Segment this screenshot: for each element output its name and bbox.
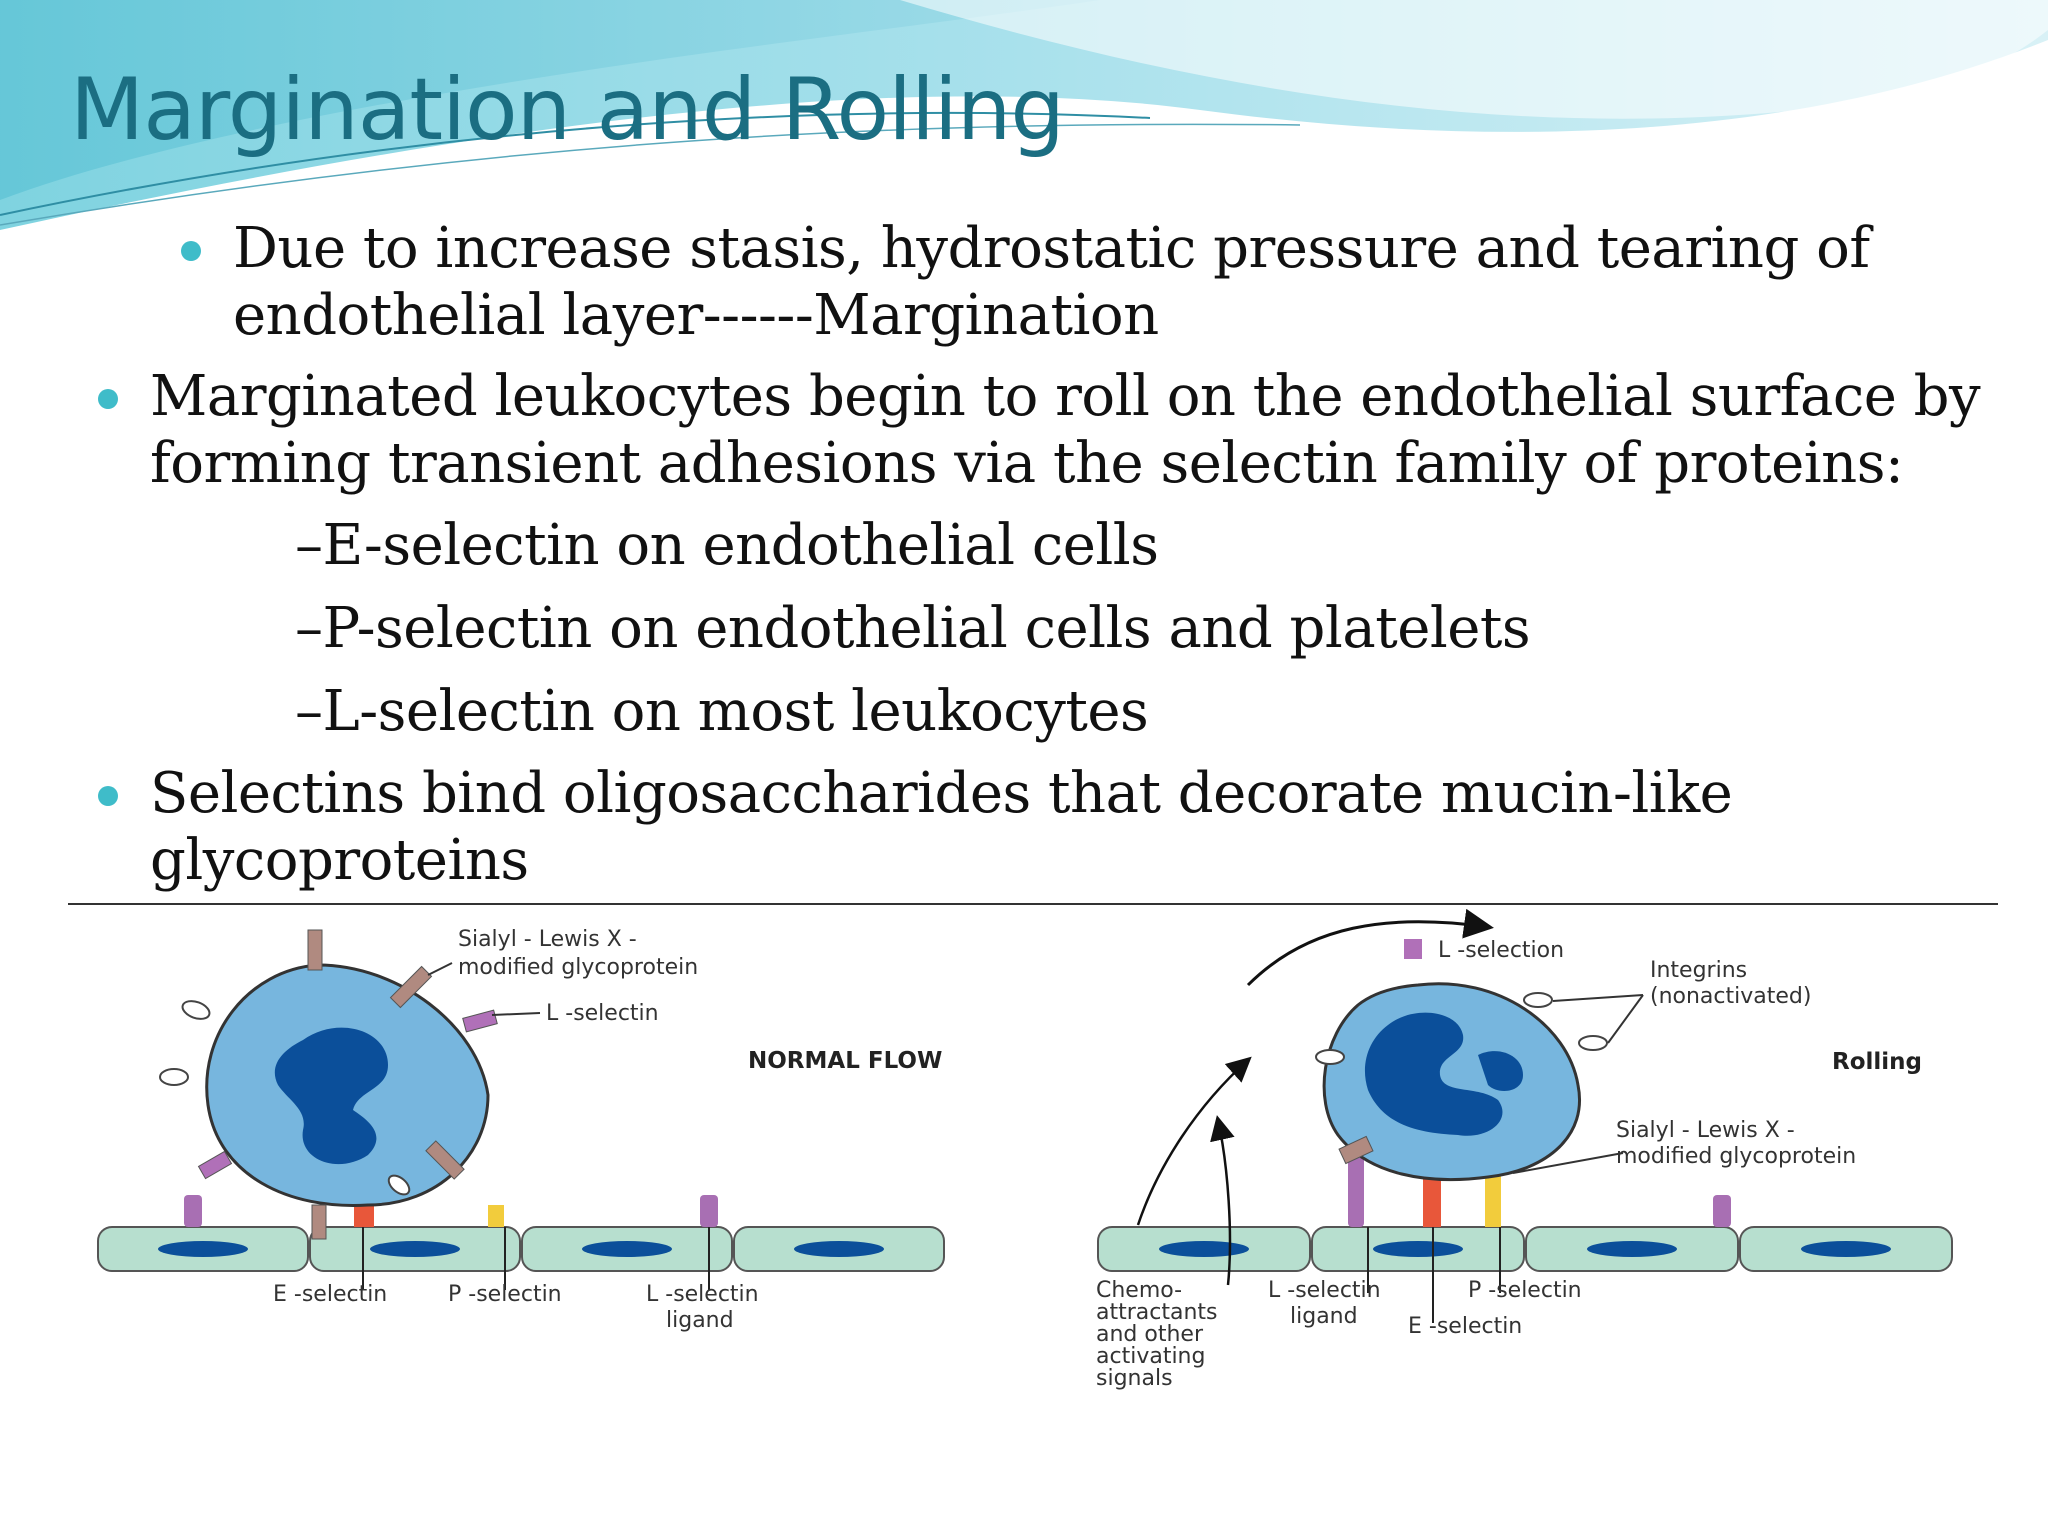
label-chemo-5: signals xyxy=(1096,1366,1173,1391)
slide-title: Margination and Rolling xyxy=(70,60,1065,160)
label-l-ligand-right-1: L -selectin xyxy=(1268,1278,1381,1303)
sub-l-selectin: –L-selectin on most leukocytes xyxy=(295,679,1149,744)
label-e-selectin-right: E -selectin xyxy=(1408,1314,1522,1339)
label-integrins-2: (nonactivated) xyxy=(1650,984,1811,1009)
label-chemo-4: activating xyxy=(1096,1344,1205,1369)
label-l-selectin-left: L -selectin xyxy=(546,1001,659,1026)
sub-p-selectin: –P-selectin on endothelial cells and pla… xyxy=(295,596,1531,661)
label-l-ligand-left-2: ligand xyxy=(666,1308,734,1333)
label-l-ligand-right-2: ligand xyxy=(1290,1304,1358,1329)
label-p-selectin-left: P -selectin xyxy=(448,1282,562,1307)
bullet-dot xyxy=(98,786,118,806)
leukocyte-left xyxy=(159,929,541,1240)
label-chemo-3: and other xyxy=(1096,1322,1204,1347)
label-chemo-2: attractants xyxy=(1096,1300,1218,1325)
endothelium-left xyxy=(97,1226,945,1272)
bullet-margination: Due to increase stasis, hydrostatic pres… xyxy=(181,215,1870,349)
label-p-selectin-right: P -selectin xyxy=(1468,1278,1582,1303)
surface-molecules-left xyxy=(184,1195,718,1290)
label-sialyl-right-2: modified glycoprotein xyxy=(1616,1144,1856,1169)
bullet-line: Marginated leukocytes begin to roll on t… xyxy=(150,364,1981,429)
surface-molecules-right xyxy=(1348,1155,1731,1323)
labels-left: Sialyl - Lewis X - modified glycoprotein… xyxy=(273,927,942,1333)
bullet-dot xyxy=(181,241,201,261)
label-normal-flow: NORMAL FLOW xyxy=(748,1048,942,1074)
divider-line xyxy=(68,903,1998,905)
label-sialyl-left-2: modified glycoprotein xyxy=(458,955,698,980)
bullet-line: Selectins bind oligosaccharides that dec… xyxy=(150,761,1733,826)
bullet-line: Due to increase stasis, hydrostatic pres… xyxy=(233,216,1870,281)
label-sialyl-left-1: Sialyl - Lewis X - xyxy=(458,927,637,952)
sub-e-selectin: –E-selectin on endothelial cells xyxy=(295,513,1159,578)
endothelium-right xyxy=(1097,1226,1953,1272)
label-l-ligand-left-1: L -selectin xyxy=(646,1282,759,1307)
label-rolling: Rolling xyxy=(1832,1049,1922,1075)
bullet-selectins-bind: Selectins bind oligosaccharides that dec… xyxy=(98,760,1733,894)
label-integrins-1: Integrins xyxy=(1650,958,1747,983)
bullet-line: forming transient adhesions via the sele… xyxy=(150,431,1904,496)
bullet-line: endothelial layer------Margination xyxy=(233,283,1159,348)
header-wave-decoration xyxy=(0,0,2048,230)
leukocyte-right xyxy=(1136,908,1644,1286)
label-chemo-1: Chemo- xyxy=(1096,1278,1182,1303)
bullet-rolling: Marginated leukocytes begin to roll on t… xyxy=(98,363,1981,497)
label-e-selectin-left: E -selectin xyxy=(273,1282,387,1307)
bullet-dot xyxy=(98,389,118,409)
labels-right: L -selection Integrins (nonactivated) Ro… xyxy=(1096,938,1922,1391)
label-l-selection-right: L -selection xyxy=(1438,938,1564,963)
leukocyte-rolling-diagram: Sialyl - Lewis X - modified glycoprotein… xyxy=(97,908,1953,1391)
label-sialyl-right-1: Sialyl - Lewis X - xyxy=(1616,1118,1795,1143)
bullet-line: glycoproteins xyxy=(150,828,529,893)
